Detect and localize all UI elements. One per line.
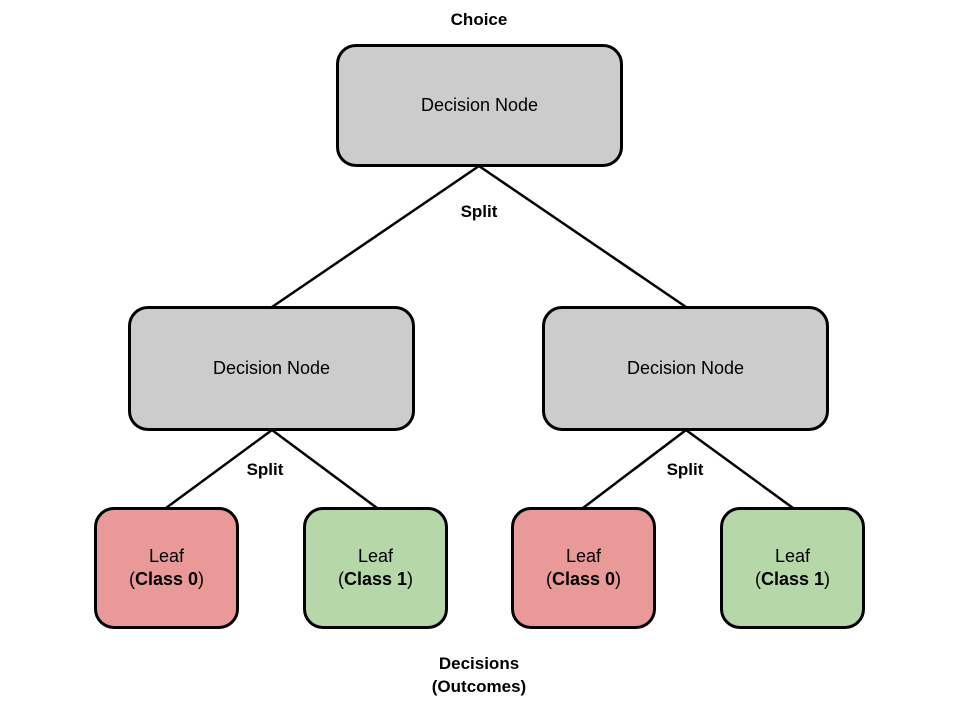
leaf-node-2: Leaf (Class 1): [303, 507, 448, 629]
split-label-left: Split: [246, 460, 284, 479]
edge-root-right: [478, 164, 687, 309]
leaf-node-3: Leaf (Class 0): [511, 507, 656, 629]
outcomes-label: (Outcomes): [431, 677, 527, 696]
leaf-node-2-class: (Class 1): [337, 569, 414, 589]
leaf-node-4: Leaf (Class 1): [720, 507, 865, 629]
leaf-node-3-label: Leaf: [565, 546, 602, 566]
leaf-node-1-class-value: Class 0: [134, 569, 199, 589]
split-label-root: Split: [460, 202, 498, 221]
leaf-node-4-class: (Class 1): [754, 569, 831, 589]
leaf-node-3-class: (Class 0): [545, 569, 622, 589]
split-label-right: Split: [666, 460, 704, 479]
leaf-node-1-label: Leaf: [148, 546, 185, 566]
leaf-node-4-class-value: Class 1: [760, 569, 825, 589]
left-decision-node: Decision Node: [128, 306, 415, 431]
root-decision-node-label: Decision Node: [420, 95, 539, 115]
edge-right-leaf3: [582, 429, 687, 509]
leaf-node-3-class-value: Class 0: [551, 569, 616, 589]
leaf-node-2-class-value: Class 1: [343, 569, 408, 589]
edge-right-leaf4: [685, 428, 794, 510]
root-decision-node: Decision Node: [336, 44, 623, 167]
right-decision-node: Decision Node: [542, 306, 829, 431]
choice-label: Choice: [450, 10, 508, 29]
left-decision-node-label: Decision Node: [212, 358, 331, 378]
edge-left-leaf1: [165, 428, 273, 510]
leaf-node-1: Leaf (Class 0): [94, 507, 239, 629]
leaf-node-4-label: Leaf: [774, 546, 811, 566]
leaf-node-2-label: Leaf: [357, 546, 394, 566]
edge-root-left: [271, 164, 480, 309]
leaf-node-1-class: (Class 0): [128, 569, 205, 589]
decisions-label: Decisions: [438, 654, 520, 673]
right-decision-node-label: Decision Node: [626, 358, 745, 378]
decisions-outcomes-label: Decisions (Outcomes): [399, 652, 559, 698]
edge-left-leaf2: [271, 428, 378, 510]
